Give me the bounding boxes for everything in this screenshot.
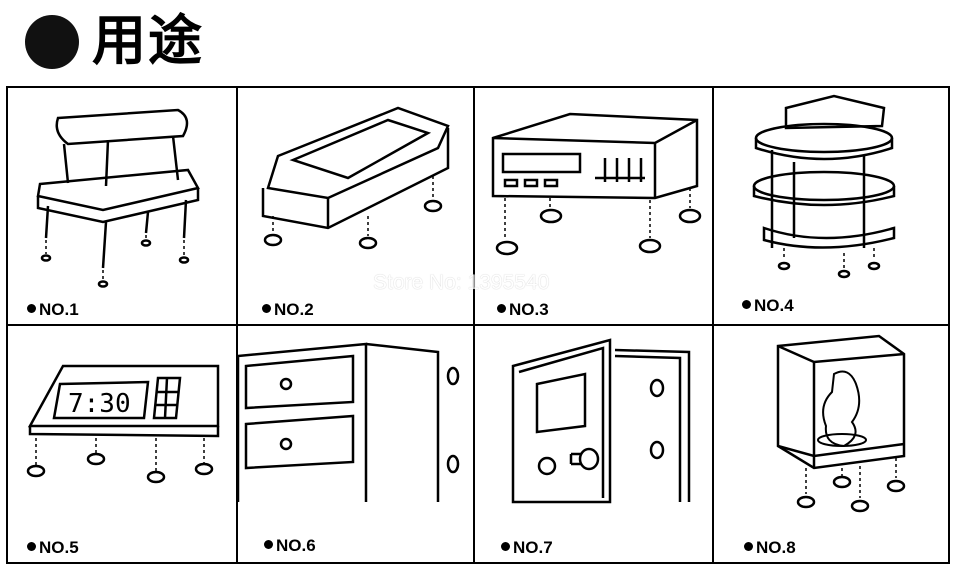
usage-cell-4: NO.4 — [714, 88, 950, 324]
usage-cell-6: NO.6 — [238, 326, 473, 564]
usage-label-text: NO.5 — [39, 538, 79, 557]
bullet-icon — [262, 304, 271, 314]
bullet-icon — [27, 542, 36, 552]
usage-label-text: NO.1 — [39, 300, 79, 319]
chair-icon — [36, 108, 200, 288]
usage-grid: NO.1 NO.2 NO.3 — [6, 86, 950, 564]
display-case-icon — [776, 334, 906, 513]
svg-text:7:30: 7:30 — [68, 389, 131, 419]
usage-label-6: NO.6 — [264, 536, 316, 556]
drawer-cabinet-icon — [238, 342, 460, 502]
title-bullet-icon — [25, 15, 79, 69]
bullet-icon — [742, 300, 751, 310]
bullet-icon — [27, 304, 36, 314]
usage-label-text: NO.7 — [513, 538, 553, 557]
bullet-icon — [744, 542, 753, 552]
usage-cell-5: 7:30 NO.5 — [8, 326, 236, 564]
bullet-icon — [501, 542, 510, 552]
usage-label-text: NO.6 — [276, 536, 316, 555]
tray-icon — [261, 106, 450, 250]
grid-divider — [8, 324, 948, 326]
usage-cell-3: NO.3 — [475, 88, 712, 324]
usage-cell-2: NO.2 — [238, 88, 473, 324]
usage-cell-8: NO.8 — [714, 326, 950, 564]
bullet-icon — [497, 304, 506, 314]
usage-label-text: NO.8 — [756, 538, 796, 557]
usage-label-5: NO.5 — [27, 538, 79, 558]
usage-label-text: NO.4 — [754, 296, 794, 315]
usage-cell-1: NO.1 — [8, 88, 236, 324]
usage-label-2: NO.2 — [262, 300, 314, 320]
usage-cell-7: NO.7 — [475, 326, 712, 564]
safe-icon — [511, 338, 691, 504]
alarm-clock-icon: 7:30 — [26, 364, 220, 484]
usage-label-8: NO.8 — [744, 538, 796, 558]
store-watermark: Store No: 1395540 — [373, 271, 550, 294]
stereo-receiver-icon — [491, 112, 702, 256]
usage-label-1: NO.1 — [27, 300, 79, 320]
usage-label-3: NO.3 — [497, 300, 549, 320]
bullet-icon — [264, 540, 273, 550]
usage-label-7: NO.7 — [501, 538, 553, 558]
usage-label-text: NO.2 — [274, 300, 314, 319]
usage-label-text: NO.3 — [509, 300, 549, 319]
page-title: 用途 — [92, 9, 204, 72]
usage-label-4: NO.4 — [742, 296, 794, 316]
telephone-stand-icon — [752, 94, 896, 279]
